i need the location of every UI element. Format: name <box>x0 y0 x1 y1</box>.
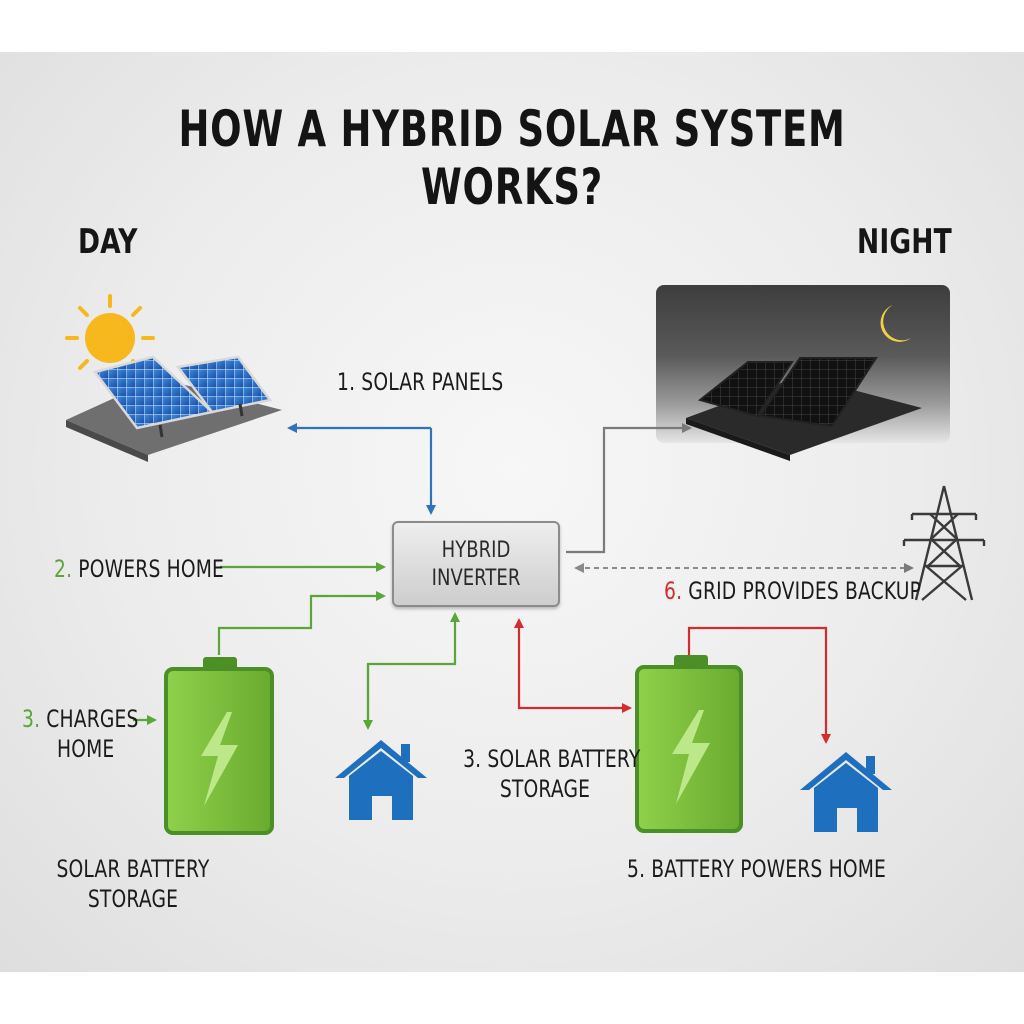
step-powers-home-text: POWERS HOME <box>72 555 225 583</box>
battery-icon <box>164 657 274 835</box>
battery-icon <box>635 655 743 833</box>
sun-icon <box>65 294 155 370</box>
solar-panel-icon <box>175 355 273 414</box>
battery-storage-day-line2: STORAGE <box>87 885 179 913</box>
solar-panel-icon <box>697 361 794 418</box>
step-charges-home: HOME <box>57 735 115 763</box>
solar-flow-arrows <box>287 423 436 515</box>
step-grid-number: 6. <box>664 577 683 605</box>
house-icon <box>800 752 892 832</box>
lightning-icon <box>672 710 710 804</box>
step-grid-text: GRID PROVIDES BACKUP <box>682 577 922 605</box>
battery-storage-night-line2: STORAGE <box>499 775 591 803</box>
moon-icon <box>880 305 911 342</box>
step-solar-panels: 1. SOLAR PANELS <box>337 368 504 396</box>
night-label: NIGHT <box>857 222 952 262</box>
day-label: DAY <box>78 222 138 262</box>
battery-flow-arrows <box>514 618 831 744</box>
step-battery-powers-home: 5. BATTERY POWERS HOME <box>627 855 886 883</box>
charge-flow-arrows <box>133 562 460 730</box>
step-grid-backup: 6. GRID PROVIDES BACKUP <box>664 577 921 605</box>
step-powers-home: 2. POWERS HOME <box>54 555 224 583</box>
hybrid-inverter-box <box>392 521 560 607</box>
solar-panel-icon <box>758 357 878 428</box>
battery-storage-night-line1: 3. SOLAR BATTERY <box>463 745 641 773</box>
battery-storage-day-line1: SOLAR BATTERY <box>56 855 210 883</box>
day-solar-panels <box>66 355 282 462</box>
step-charges: 3. CHARGES <box>22 705 139 733</box>
step-powers-home-number: 2. <box>54 555 73 583</box>
power-tower-icon <box>902 485 986 601</box>
page-title: HOW A HYBRID SOLAR SYSTEM WORKS? <box>178 100 846 216</box>
lightning-icon <box>201 712 238 806</box>
night-flow-arrow <box>566 423 692 554</box>
step-charges-number: 3. <box>22 705 41 733</box>
house-icon <box>335 740 427 820</box>
step-charges-text: CHARGES <box>40 705 139 733</box>
hybrid-inverter-label: HYBRID INVERTER <box>431 538 521 591</box>
night-solar-panels <box>686 357 922 461</box>
